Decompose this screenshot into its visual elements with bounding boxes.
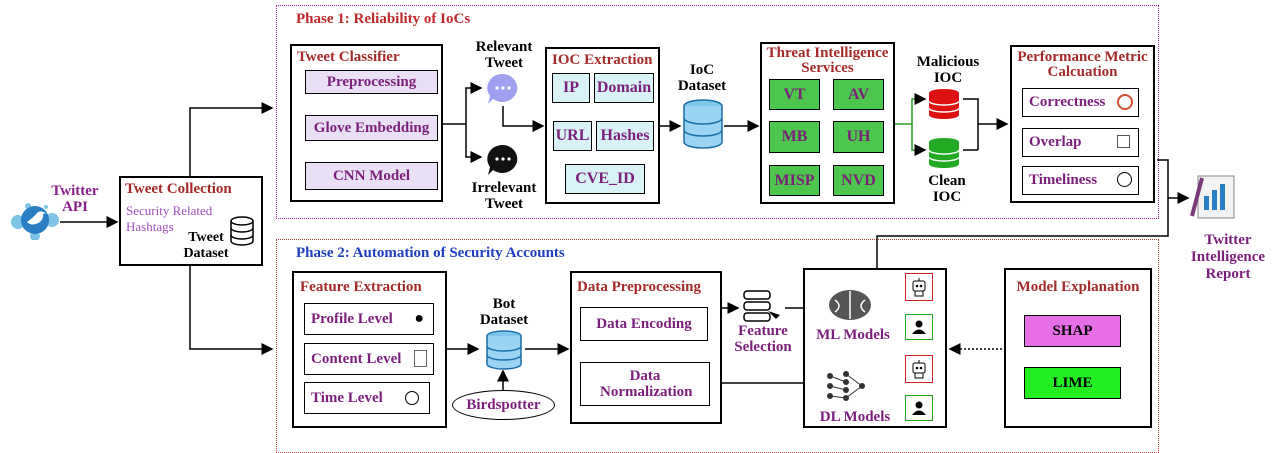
person-icon: ● <box>414 310 424 327</box>
tweet-collection-box: Tweet Collection Security Related Hashta… <box>119 176 263 266</box>
ioc-ip: IP <box>552 73 590 103</box>
cnn-model-step: CNN Model <box>305 162 438 190</box>
birdspotter-ellipse: Birdspotter <box>452 390 555 420</box>
human-icon-dl <box>905 395 933 421</box>
speech-bubble-icon <box>485 72 521 111</box>
neural-net-icon <box>824 368 868 409</box>
phase2-title: Phase 2: Automation of Security Accounts <box>296 245 565 261</box>
content-level-item: Content Level <box>304 343 434 375</box>
ti-uh: UH <box>833 121 884 153</box>
speech-bubble-dark-icon <box>485 143 521 182</box>
shap-box: SHAP <box>1024 315 1121 347</box>
ioc-hashes: Hashes <box>596 121 654 151</box>
overlap-item: Overlap <box>1022 128 1139 157</box>
time-level-label: Time Level <box>311 389 383 406</box>
overlap-label: Overlap <box>1029 134 1082 150</box>
threat-intel-title: Threat Intelligence Services <box>766 45 889 76</box>
database-icon <box>229 216 255 251</box>
timeliness-item: Timeliness <box>1022 166 1139 195</box>
lime-label: LIME <box>1052 374 1093 391</box>
content-level-label: Content Level <box>311 350 402 367</box>
irrelevant-tweet-label: Irrelevant Tweet <box>471 180 537 212</box>
clean-ioc-label: Clean IOC <box>928 173 966 205</box>
robot-icon <box>905 273 933 301</box>
ioc-cve-id: CVE_ID <box>565 164 645 194</box>
tweet-classifier-title: Tweet Classifier <box>297 49 400 65</box>
brain-icon <box>827 288 873 327</box>
bot-dataset-label: Bot Dataset <box>479 296 529 328</box>
report-icon <box>1186 172 1240 227</box>
time-level-item: Time Level <box>304 382 430 414</box>
ioc-dataset-label: IoC Dataset <box>677 62 727 94</box>
data-encoding-step: Data Encoding <box>580 307 708 341</box>
overlap-icon <box>1117 135 1130 148</box>
correctness-item: Correctness <box>1022 88 1139 117</box>
ti-mb: MB <box>769 121 820 153</box>
lime-box: LIME <box>1024 367 1121 399</box>
relevant-tweet-label: Relevant Tweet <box>475 39 533 71</box>
data-preprocessing-title: Data Preprocessing <box>577 279 702 295</box>
ioc-url: URL <box>553 121 592 151</box>
target-icon <box>1117 94 1133 110</box>
model-explanation-box: Model Explanation <box>1004 268 1152 428</box>
timeliness-label: Timeliness <box>1029 172 1098 188</box>
ioc-domain: Domain <box>594 73 654 103</box>
human-icon <box>905 314 933 340</box>
malicious-ioc-label: Malicious IOC <box>916 54 980 86</box>
ioc-database-icon <box>682 98 724 155</box>
document-search-icon <box>414 350 427 367</box>
ti-nvd: NVD <box>833 165 884 196</box>
ioc-extraction-title: IOC Extraction <box>552 52 653 68</box>
twitter-bird-icon <box>10 200 60 241</box>
dl-models-label: DL Models <box>819 409 891 425</box>
profile-level-item: Profile Level ● <box>304 303 434 335</box>
twitter-api-label: Twitter API <box>51 183 99 215</box>
clean-database-icon <box>927 137 961 174</box>
ti-misp: MISP <box>769 165 820 196</box>
model-explanation-title: Model Explanation <box>1016 279 1140 295</box>
feature-extraction-title: Feature Extraction <box>300 279 422 295</box>
ml-models-label: ML Models <box>816 327 890 343</box>
shap-label: SHAP <box>1052 322 1093 339</box>
glove-embedding-step: Glove Embedding <box>305 115 438 141</box>
phase1-container <box>276 5 1159 219</box>
ti-vt: VT <box>769 79 820 110</box>
tweet-dataset-label: Tweet Dataset <box>183 230 229 261</box>
feature-selection-label: Feature Selection <box>734 323 792 355</box>
phase1-title: Phase 1: Reliability of IoCs <box>296 11 471 27</box>
birdspotter-label: Birdspotter <box>466 396 541 413</box>
report-label: Twitter Intelligence Report <box>1190 232 1266 282</box>
preprocessing-step: Preprocessing <box>305 70 438 94</box>
feature-selection-icon <box>740 289 784 334</box>
clock-icon <box>1117 172 1132 187</box>
data-normalization-step: Data Normalization <box>580 362 710 406</box>
robot-icon-dl <box>905 355 933 383</box>
timer-icon <box>405 391 419 405</box>
correctness-label: Correctness <box>1029 94 1106 110</box>
tweet-collection-title: Tweet Collection <box>125 181 232 197</box>
bot-database-icon <box>485 330 523 375</box>
data-encoding-label: Data Encoding <box>596 315 692 332</box>
malicious-database-icon <box>927 88 961 125</box>
profile-level-label: Profile Level <box>311 310 393 327</box>
data-normalization-label: Data Normalization <box>600 368 693 400</box>
performance-title: Performance Metric Calcuation <box>1017 49 1148 80</box>
ti-av: AV <box>833 79 884 110</box>
tweet-collection-subtitle: Security Related Hashtags <box>126 203 213 234</box>
